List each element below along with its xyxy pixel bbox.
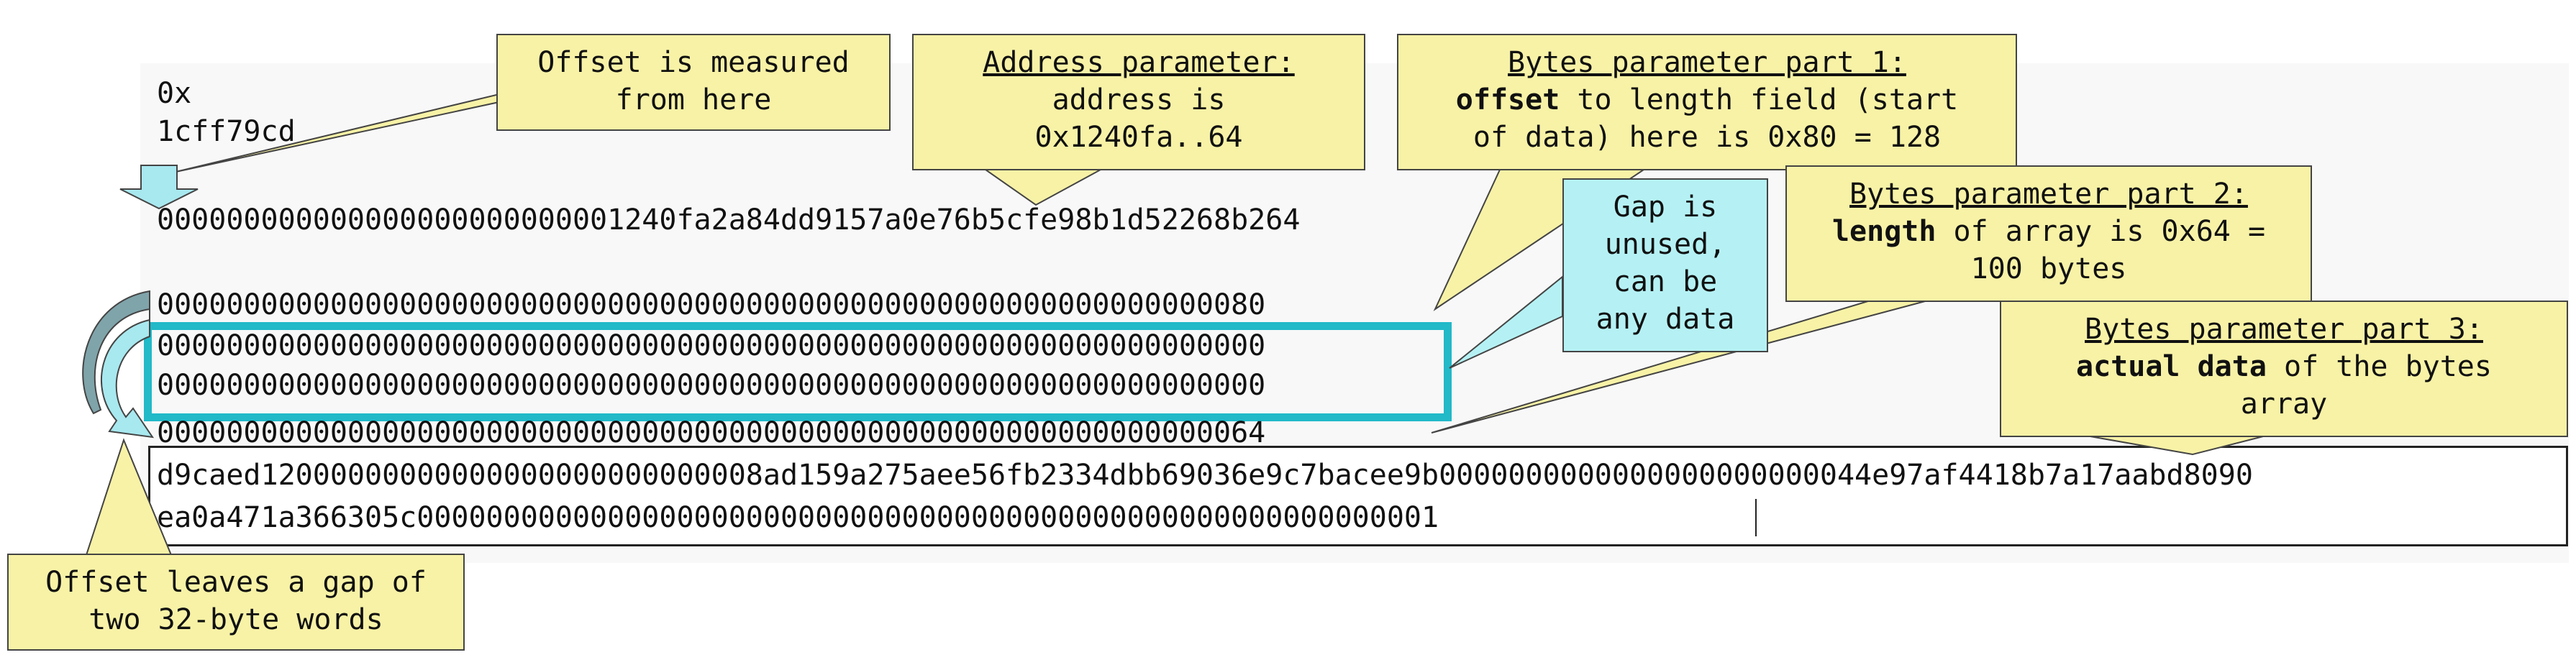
calldata-bytes-line-1: d9caed12000000000000000000000000008ad159… [157, 459, 2253, 492]
offset-origin-arrow [119, 165, 199, 210]
callout-bytes-part-3: Bytes parameter part 3: actual data of t… [2000, 301, 2568, 437]
bytes-part2-line-2: 100 bytes [1970, 252, 2127, 285]
text-caret [1755, 499, 1757, 536]
callout-offset-measured-line-1: Offset is measured [537, 46, 850, 79]
calldata-word-length: 0000000000000000000000000000000000000000… [157, 416, 1266, 449]
offset-gap-pointer [85, 438, 173, 556]
gap-pointer [1449, 275, 1563, 369]
gap-highlight-box [144, 322, 1452, 421]
gap-line-2: unused, [1604, 228, 1726, 261]
callout-offset-measured-line-2: from here [615, 83, 772, 116]
gap-line-1: Gap is [1613, 191, 1718, 224]
callout-bytes-part-2: Bytes parameter part 2: length of array … [1785, 165, 2312, 302]
bytes-part3-pointer [2085, 435, 2267, 456]
address-param-line-2: 0x1240fa..64 [1034, 121, 1243, 154]
bytes-data-box [148, 446, 2568, 546]
callout-gap-unused: Gap is unused, can be any data [1562, 178, 1768, 352]
bytes-part2-line-1: of array is 0x64 = [1936, 215, 2266, 248]
bytes-part1-heading: Bytes parameter part 1: [1508, 46, 1906, 79]
bytes-part3-bold: actual data [2076, 350, 2267, 383]
callout-offset-gap: Offset leaves a gap of two 32-byte words [7, 554, 465, 651]
address-param-heading: Address parameter: [983, 46, 1295, 79]
bytes-part3-line-2: array [2240, 388, 2328, 421]
gap-line-4: any data [1596, 303, 1735, 336]
calldata-word-offset: 0000000000000000000000000000000000000000… [157, 288, 1266, 321]
address-param-line-1: address is [1052, 83, 1226, 116]
offset-gap-line-1: Offset leaves a gap of [45, 566, 427, 599]
callout-address-parameter: Address parameter: address is 0x1240fa..… [912, 34, 1365, 170]
offset-measured-pointer [172, 94, 533, 173]
bytes-part3-heading: Bytes parameter part 3: [2085, 313, 2483, 346]
offset-jump-arrow [101, 291, 155, 439]
bytes-part3-line-1: of the bytes [2266, 350, 2492, 383]
offset-jump-shadow [82, 290, 150, 415]
calldata-bytes-line-2: ea0a471a366305c0000000000000000000000000… [157, 501, 1439, 534]
calldata-word-gap-2: 0000000000000000000000000000000000000000… [157, 369, 1266, 402]
gap-line-3: can be [1613, 265, 1718, 298]
callout-offset-measured: Offset is measured from here [496, 34, 891, 131]
bytes-part1-bold: offset [1455, 83, 1560, 116]
bytes-part2-heading: Bytes parameter part 2: [1849, 178, 2248, 211]
calldata-word-gap-1: 0000000000000000000000000000000000000000… [157, 329, 1266, 362]
base-address-prefix: 0x [157, 77, 192, 110]
base-address-value: 1cff79cd [157, 115, 296, 148]
calldata-word-address: 000000000000000000000000001240fa2a84dd91… [157, 203, 1301, 237]
offset-gap-line-2: two 32-byte words [88, 603, 383, 636]
callout-bytes-part-1: Bytes parameter part 1: offset to length… [1397, 34, 2017, 170]
bytes-part1-line-2: of data) here is 0x80 = 128 [1473, 121, 1942, 154]
bytes-part1-line-1: to length field (start [1560, 83, 1959, 116]
bytes-part2-bold: length [1831, 215, 1936, 248]
address-param-pointer [983, 169, 1101, 206]
